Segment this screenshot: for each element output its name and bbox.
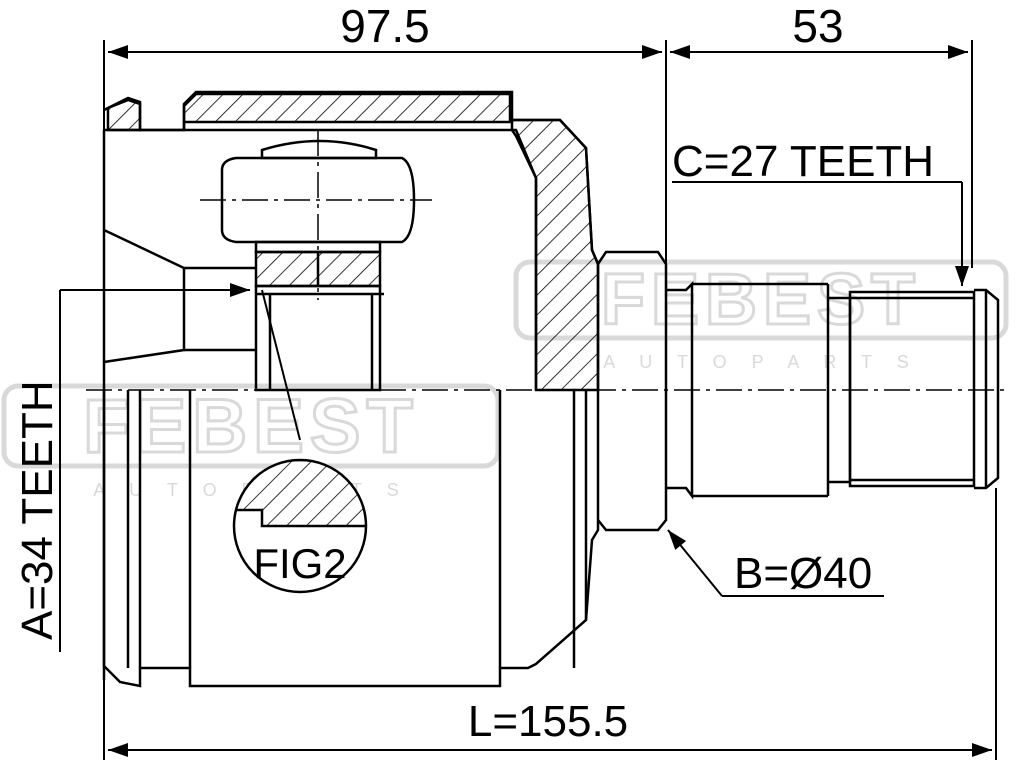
dim-overall-length-label: L=155.5 bbox=[468, 697, 628, 746]
svg-text:FEBEST: FEBEST bbox=[83, 384, 419, 469]
watermark-right: FEBEST A U T O P A R T S bbox=[513, 259, 1009, 372]
svg-text:A U T O P A R T S: A U T O P A R T S bbox=[603, 352, 918, 372]
dim-spline-inner-label: A=34 TEETH bbox=[13, 380, 62, 640]
dim-top-left-label: 97.5 bbox=[340, 0, 430, 52]
dim-spline-outer-label: C=27 TEETH bbox=[672, 137, 934, 186]
fig2-detail bbox=[232, 289, 368, 594]
tripod-roller bbox=[220, 139, 416, 392]
housing bbox=[102, 90, 600, 688]
stub-shaft bbox=[596, 250, 1000, 532]
dim-seal-diameter-label: B=Ø40 bbox=[734, 549, 872, 598]
dim-top-right-label: 53 bbox=[792, 0, 843, 52]
fig2-label: FIG2 bbox=[253, 540, 346, 587]
svg-text:FEBEST: FEBEST bbox=[601, 260, 921, 340]
